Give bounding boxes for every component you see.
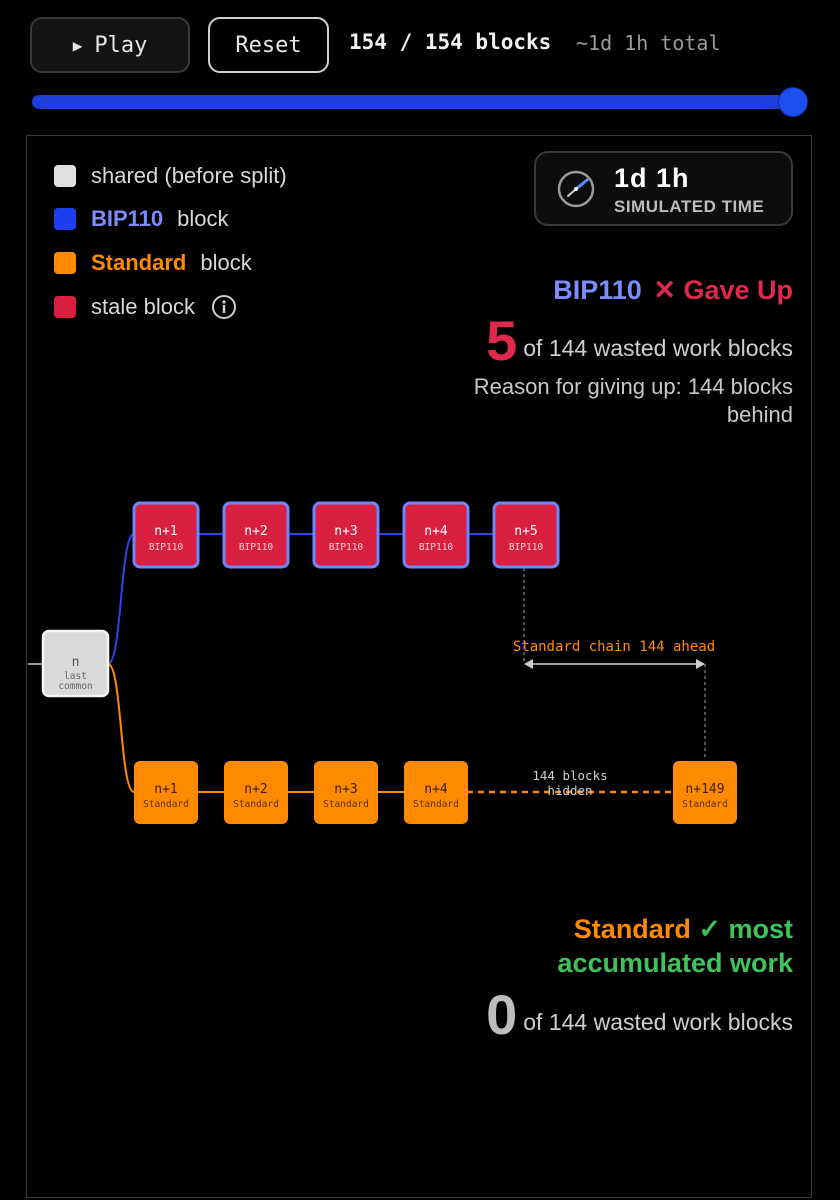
legend-standard: Standard block bbox=[54, 250, 252, 276]
simulated-time-box: 1d 1h SIMULATED TIME bbox=[534, 151, 793, 226]
block-label: n+1 bbox=[154, 524, 177, 539]
total-time: ~1d 1h total bbox=[576, 31, 721, 55]
block-label: n+1 bbox=[154, 782, 177, 797]
block-sublabel: BIP110 bbox=[509, 542, 544, 553]
give-up-reason: Reason for giving up: 144 blocks behind bbox=[473, 374, 793, 427]
bip110-block bbox=[132, 501, 200, 569]
bip110-block bbox=[312, 501, 380, 569]
play-button[interactable]: ▶ Play bbox=[30, 17, 190, 73]
block-label: n+4 bbox=[424, 524, 448, 539]
legend-swatch bbox=[54, 208, 76, 230]
block-sublabel: last bbox=[64, 671, 87, 682]
chain-name: Standard bbox=[573, 914, 691, 944]
legend-label: stale block bbox=[91, 294, 195, 319]
block-sublabel: BIP110 bbox=[419, 542, 454, 553]
legend-swatch bbox=[54, 165, 76, 187]
play-label: Play bbox=[94, 32, 148, 58]
block-label: n+2 bbox=[244, 524, 267, 539]
ahead-label: Standard chain 144 ahead bbox=[513, 639, 715, 655]
block-label: n bbox=[72, 655, 80, 670]
wasted-count: 5 bbox=[486, 309, 518, 372]
block-sublabel: BIP110 bbox=[329, 542, 364, 553]
fork-link-bip110 bbox=[107, 533, 135, 665]
legend-label: BIP110 bbox=[91, 206, 164, 231]
clock-icon bbox=[557, 170, 595, 208]
time-value: 1d 1h bbox=[614, 163, 690, 193]
bip110-block bbox=[402, 501, 470, 569]
legend-label: shared (before split) bbox=[91, 163, 287, 188]
legend-suffix: block bbox=[200, 250, 252, 275]
wasted-text: of 144 wasted work blocks bbox=[523, 335, 793, 361]
hidden-label: 144 blocks bbox=[532, 768, 607, 783]
chain-name: BIP110 bbox=[553, 275, 642, 305]
time-caption: SIMULATED TIME bbox=[614, 197, 765, 216]
block-sublabel: Standard bbox=[143, 799, 189, 810]
progress-slider[interactable] bbox=[32, 87, 808, 117]
legend-label: Standard bbox=[91, 250, 187, 275]
cross-icon: ✕ bbox=[653, 275, 676, 305]
standard-block bbox=[404, 761, 468, 824]
standard-status: Standard ✓ most accumulated work bbox=[473, 912, 793, 980]
simulation-panel bbox=[26, 135, 812, 1198]
block-sublabel: BIP110 bbox=[149, 542, 184, 553]
standard-tip-block bbox=[673, 761, 737, 824]
legend-shared: shared (before split) bbox=[54, 163, 287, 189]
standard-block bbox=[224, 761, 288, 824]
standard-block bbox=[134, 761, 198, 824]
arrow-head bbox=[524, 659, 533, 669]
block-sublabel: common bbox=[58, 681, 92, 692]
legend-swatch bbox=[54, 296, 76, 318]
reset-button[interactable]: Reset bbox=[208, 17, 329, 73]
block-label: n+4 bbox=[424, 782, 448, 797]
fork-link-standard bbox=[107, 663, 135, 793]
legend-stale: stale block bbox=[54, 294, 237, 320]
block-label: n+3 bbox=[334, 782, 357, 797]
block-sublabel: BIP110 bbox=[239, 542, 274, 553]
bip110-block bbox=[492, 501, 560, 569]
slider-thumb[interactable] bbox=[778, 87, 808, 117]
block-sublabel: Standard bbox=[413, 799, 459, 810]
hidden-label: hidden bbox=[547, 783, 592, 798]
block-counter: 154 / 154 blocks bbox=[349, 30, 552, 54]
block-label: n+2 bbox=[244, 782, 267, 797]
block-sublabel: Standard bbox=[682, 799, 728, 810]
bip110-block bbox=[222, 501, 290, 569]
standard-block bbox=[314, 761, 378, 824]
wasted-text: of 144 wasted work blocks bbox=[523, 1009, 793, 1035]
status-text: Gave Up bbox=[683, 275, 793, 305]
info-icon[interactable] bbox=[211, 294, 237, 320]
check-icon: ✓ bbox=[698, 914, 721, 944]
wasted-count: 0 bbox=[486, 983, 518, 1046]
bip110-status: BIP110 ✕ Gave Up bbox=[553, 275, 793, 306]
block-label: n+149 bbox=[685, 782, 724, 797]
status-text: most accumulated work bbox=[557, 914, 793, 978]
slider-track bbox=[32, 95, 793, 109]
legend-swatch bbox=[54, 252, 76, 274]
legend-bip110: BIP110 block bbox=[54, 206, 229, 232]
block-label: n+5 bbox=[514, 524, 537, 539]
block-label: n+3 bbox=[334, 524, 357, 539]
common-block bbox=[41, 629, 110, 698]
play-icon: ▶ bbox=[72, 35, 83, 55]
block-sublabel: Standard bbox=[323, 799, 369, 810]
legend-suffix: block bbox=[177, 206, 229, 231]
block-sublabel: Standard bbox=[233, 799, 279, 810]
arrow-head bbox=[696, 659, 705, 669]
